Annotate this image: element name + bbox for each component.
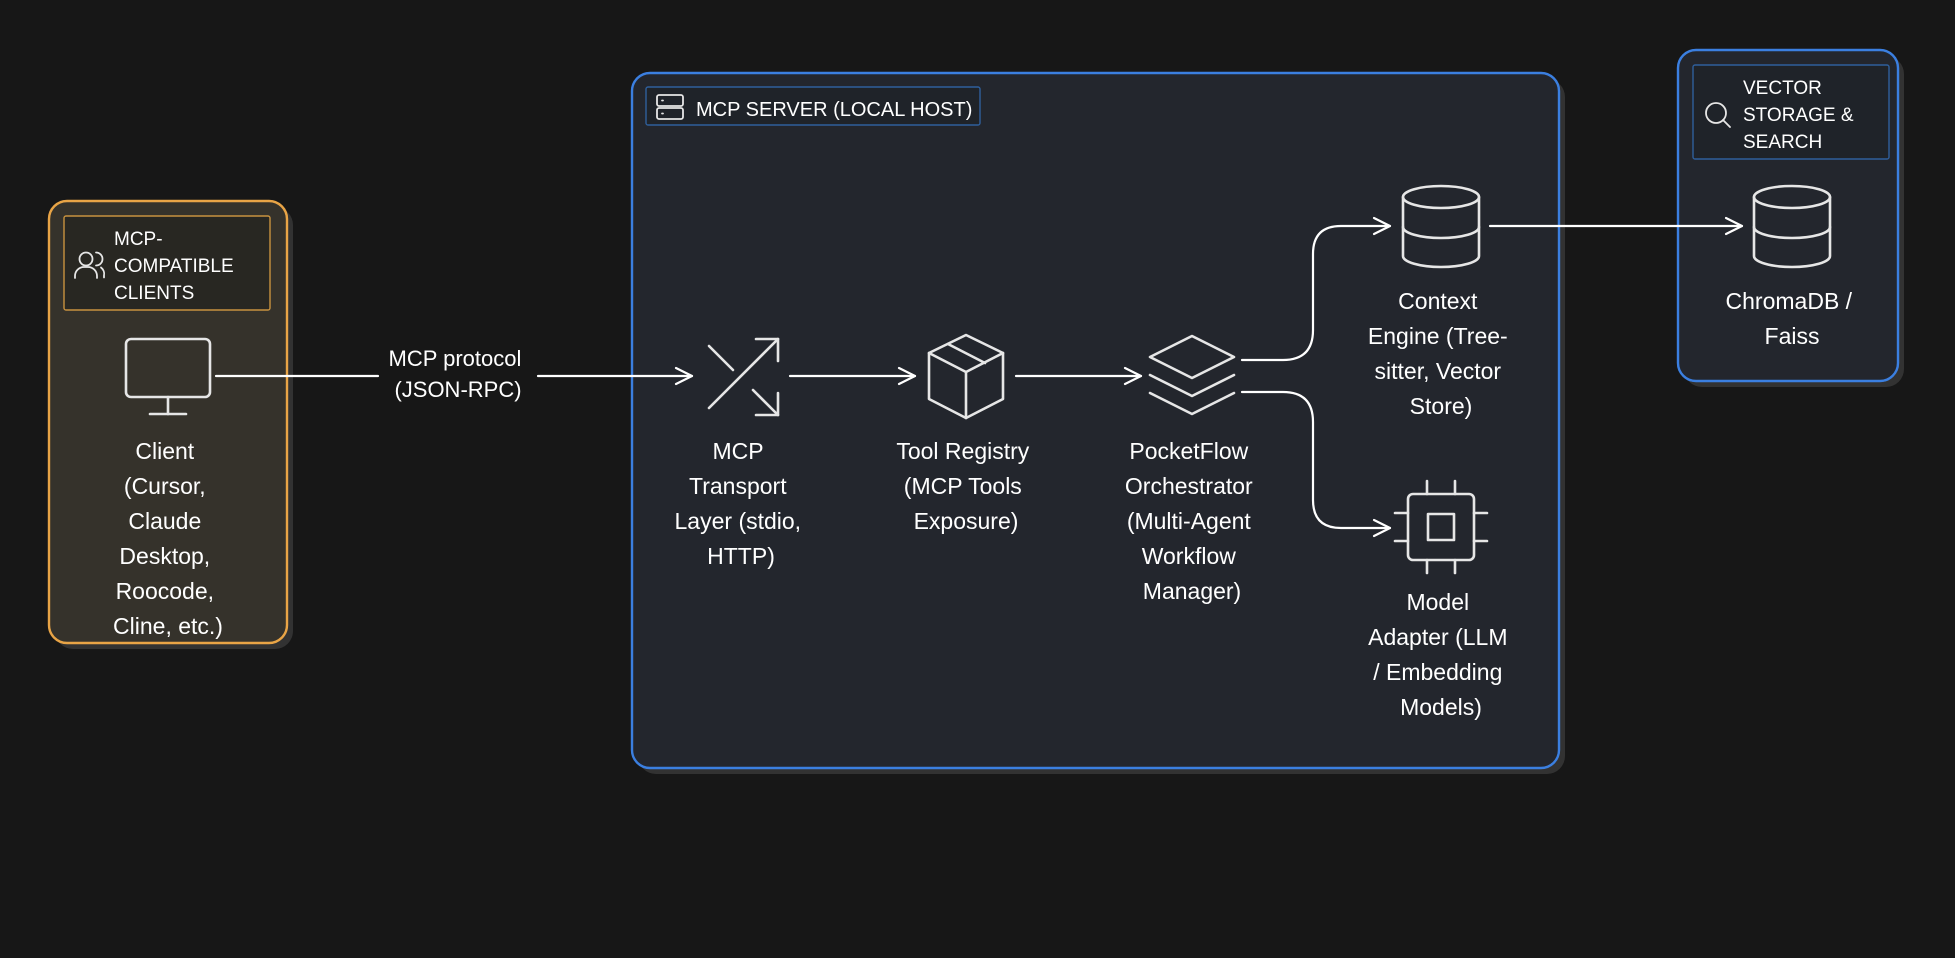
database-icon: [1401, 184, 1481, 269]
layers-icon: [1148, 334, 1236, 416]
storage-group-header: [1692, 64, 1890, 160]
edge-orchestrator-to-context: [1240, 216, 1392, 362]
users-icon: [74, 251, 106, 279]
package-icon: [927, 333, 1005, 420]
node-transport: MCP Transport Layer (stdio, HTTP): [675, 337, 808, 569]
clients-group-label: MCP- COMPATIBLE CLIENTS: [114, 229, 239, 304]
node-context: Context Engine (Tree- sitter, Vector Sto…: [1368, 184, 1514, 419]
node-registry-label: Tool Registry (MCP Tools Exposure): [896, 438, 1035, 534]
search-icon: [1705, 102, 1731, 128]
node-client-label: Client (Cursor, Claude Desktop, Roocode,…: [113, 438, 223, 639]
clients-group-header: [63, 215, 271, 311]
server-group-label: MCP SERVER (LOCAL HOST): [696, 99, 972, 121]
node-orchestrator-label: PocketFlow Orchestrator (Multi-Agent Wor…: [1125, 438, 1259, 604]
node-transport-label: MCP Transport Layer (stdio, HTTP): [675, 438, 808, 569]
storage-group: VECTOR STORAGE & SEARCH: [1676, 48, 1904, 387]
monitor-icon: [124, 337, 212, 416]
shuffle-icon: [707, 337, 780, 417]
node-chroma: ChromaDB / Faiss: [1726, 184, 1859, 349]
clients-group: MCP- COMPATIBLE CLIENTS: [47, 199, 293, 649]
node-orchestrator: PocketFlow Orchestrator (Multi-Agent Wor…: [1125, 334, 1259, 604]
node-registry: Tool Registry (MCP Tools Exposure): [896, 333, 1035, 534]
server-icon: [656, 94, 684, 120]
database-icon: [1752, 184, 1832, 269]
node-chroma-label: ChromaDB / Faiss: [1726, 288, 1859, 349]
edges: MCP protocol (JSON-RPC): [214, 216, 1744, 538]
edge-protocol-label: MCP protocol (JSON-RPC): [389, 346, 528, 402]
server-group: MCP SERVER (LOCAL HOST): [630, 71, 1565, 774]
edge-orchestrator-to-model: [1240, 390, 1392, 538]
clients-group-frame: [47, 199, 289, 645]
node-client: Client (Cursor, Claude Desktop, Roocode,…: [113, 337, 223, 639]
server-group-frame: [630, 71, 1561, 770]
node-context-label: Context Engine (Tree- sitter, Vector Sto…: [1368, 288, 1514, 419]
node-model: Model Adapter (LLM / Embedding Models): [1368, 479, 1514, 720]
node-model-label: Model Adapter (LLM / Embedding Models): [1368, 589, 1514, 720]
server-group-header: [645, 86, 981, 126]
cpu-icon: [1393, 479, 1489, 575]
storage-group-label: VECTOR STORAGE & SEARCH: [1743, 78, 1859, 153]
